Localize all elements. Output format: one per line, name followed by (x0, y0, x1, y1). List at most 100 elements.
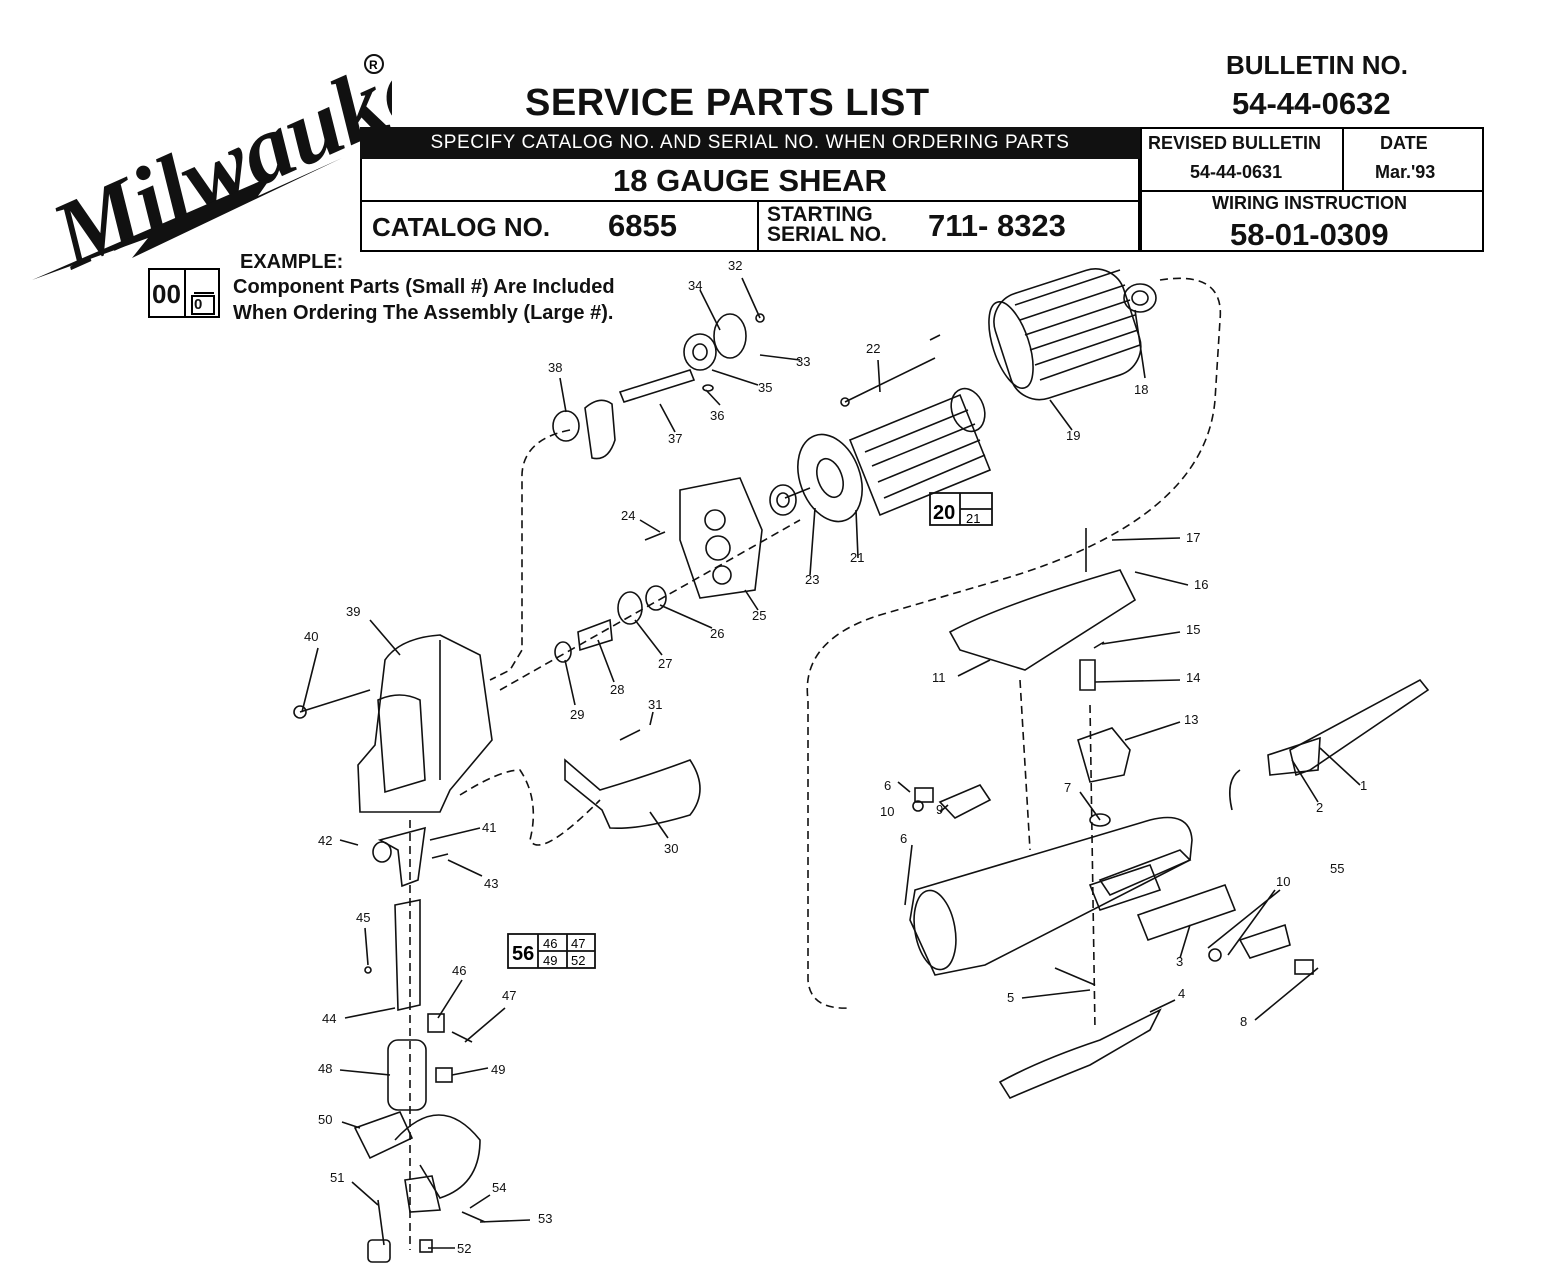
bushing-42 (372, 841, 392, 863)
screw-15 (1093, 641, 1105, 649)
screw-31 (619, 729, 641, 741)
bearing-38 (552, 410, 580, 442)
part-callout: 9 (936, 802, 943, 817)
part-callout: 35 (758, 380, 772, 395)
bearing-29 (554, 641, 572, 663)
shoe-54 (404, 1175, 441, 1213)
wiring-label: WIRING INSTRUCTION (1212, 193, 1407, 213)
assembly-56-sub: 52 (571, 953, 585, 968)
block-46 (427, 1013, 445, 1033)
milwaukee-logo: Milwaukee R (32, 48, 392, 288)
part-callout: 5 (1007, 990, 1014, 1005)
chip-deflector (564, 758, 701, 830)
part-callout: 13 (1184, 712, 1198, 727)
serial-number: 711- 8323 (928, 208, 1066, 243)
part-callout: 18 (1134, 382, 1148, 397)
serial-label: STARTING SERIAL NO. (767, 203, 887, 246)
part-callout: 10 (1276, 874, 1290, 889)
serial-label-line1: STARTING (767, 203, 873, 226)
revised-label: REVISED BULLETIN (1148, 133, 1322, 153)
guide-line (1019, 679, 1031, 851)
armature (784, 387, 992, 523)
bolt-40 (299, 689, 371, 713)
assembly-20-main: 20 (933, 502, 955, 524)
part-callout: 19 (1066, 428, 1080, 443)
part-callout: 38 (548, 360, 562, 375)
bulletin-label: BULLETIN NO. (1226, 50, 1408, 80)
screw-45 (364, 966, 372, 974)
catalog-label: CATALOG NO. (372, 212, 551, 242)
example-assembly-number: 00 (152, 279, 181, 309)
example-label: EXAMPLE: (240, 251, 344, 273)
part-callout: 30 (664, 841, 678, 856)
example-text: When Ordering The Assembly (Large #). (233, 302, 614, 324)
part-callout: 23 (805, 572, 819, 587)
revision-box (1140, 127, 1484, 252)
catalog-number: 6855 (608, 208, 677, 243)
bulletin-number: 54-44-0632 (1232, 86, 1391, 121)
shaft-37 (618, 369, 696, 403)
part-callout: 4 (1178, 986, 1185, 1001)
assembly-20-sub: 21 (966, 511, 980, 526)
part-callout: 2 (1316, 800, 1323, 815)
part-callout: 36 (710, 408, 724, 423)
part-callout: 26 (710, 626, 724, 641)
example-text: Component Parts (Small #) Are Included (233, 276, 615, 298)
bolt-51 (377, 1199, 385, 1246)
part-callout: 41 (482, 820, 496, 835)
part-callout: 24 (621, 508, 635, 523)
part-callout: 54 (492, 1180, 506, 1195)
part-callout: 3 (1176, 954, 1183, 969)
bearing-35 (683, 333, 717, 371)
part-callout: 51 (330, 1170, 344, 1185)
wiring-number: 58-01-0309 (1230, 217, 1389, 252)
bearing-26 (645, 585, 667, 611)
serial-label-line2: SERIAL NO. (767, 223, 887, 246)
guide-line (489, 429, 571, 681)
lightning-bolt-icon (32, 158, 342, 280)
part-callout: 42 (318, 833, 332, 848)
product-name: 18 GAUGE SHEAR (360, 160, 1140, 202)
part-callout: 34 (688, 278, 702, 293)
part-callout: 31 (648, 697, 662, 712)
revised-number: 54-44-0631 (1190, 162, 1283, 182)
assembly-56: 56 46 47 49 52 (507, 933, 596, 969)
die-plate (394, 1114, 481, 1199)
ring-32 (755, 313, 765, 323)
screw-52 (419, 1239, 433, 1253)
bearing-18 (1123, 283, 1157, 313)
blade-holder (377, 826, 426, 888)
assembly-56-main: 56 (512, 943, 534, 965)
example-component-number: 0 (194, 296, 203, 313)
block-49 (435, 1067, 453, 1083)
guide-line (499, 519, 801, 691)
nameplate-3 (1088, 864, 1162, 911)
part-callout: 37 (668, 431, 682, 446)
bolt-5 (1054, 967, 1096, 986)
cord-wire (1229, 769, 1241, 811)
part-callout: 46 (452, 963, 466, 978)
motor-housing (909, 816, 1193, 976)
screw-47 (451, 1031, 473, 1043)
cord-protector-2 (1267, 736, 1321, 776)
part-callout: 25 (752, 608, 766, 623)
part-callout: 6 (884, 778, 891, 793)
registered-mark-icon: R (369, 58, 378, 72)
seal-7 (1089, 813, 1111, 827)
part-callout: 10 (880, 804, 894, 819)
cord-set-1 (1289, 678, 1430, 777)
brush-8 (914, 787, 934, 803)
date-label: DATE (1380, 133, 1428, 153)
part-callout: 1 (1360, 778, 1367, 793)
guide-line (806, 277, 1222, 1009)
date-value: Mar.'93 (1375, 162, 1436, 182)
part-callout: 39 (346, 604, 360, 619)
assembly-56-sub: 46 (543, 936, 557, 951)
divider (1140, 190, 1484, 192)
switch-bracket-14 (1079, 659, 1096, 691)
shoe-4 (998, 1008, 1162, 1100)
gear-27 (617, 591, 643, 625)
die-holder-50 (353, 1111, 414, 1160)
part-callout: 14 (1186, 670, 1200, 685)
